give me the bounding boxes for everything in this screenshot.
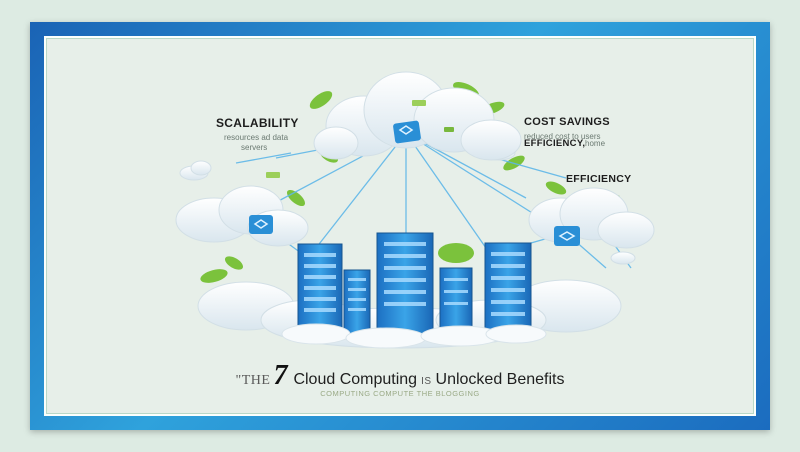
cost-savings-desc: reduced cost to users: [524, 132, 601, 141]
title-part-1: Cloud Computing: [293, 371, 418, 388]
router-icon-right: [554, 226, 580, 246]
cloud-top: [313, 71, 522, 161]
device-tag-icon: [266, 100, 454, 178]
title-part-2: Unlocked Benefits: [435, 371, 565, 388]
server-rack-icon: [297, 232, 532, 337]
title-prefix: "THE: [235, 373, 271, 388]
efficiency-inline-label: EFFICIENCY,: [524, 138, 586, 149]
illustration-panel: SCALABILITY resources ad data servers CO…: [44, 36, 756, 416]
efficiency-label: EFFICIENCY: [566, 173, 632, 185]
scalability-label: SCALABILITY: [216, 116, 299, 130]
subtitle: COMPUTING COMPUTE THE BLOGGING: [320, 389, 480, 398]
router-icon-top: [393, 120, 421, 144]
scalability-desc-line-2: servers: [241, 143, 268, 152]
title-number: 7: [273, 360, 288, 391]
cloud-front: [281, 323, 547, 349]
cost-savings-label: COST SAVINGS: [524, 116, 610, 128]
cloud-network-illustration: [175, 71, 655, 349]
scalability-desc-line-1: resources ad data: [224, 133, 289, 142]
blue-frame: SCALABILITY resources ad data servers CO…: [30, 22, 770, 430]
title-connector: IS: [421, 376, 432, 387]
router-icon-left: [249, 215, 273, 234]
efficiency-inline-suffix: home: [585, 139, 606, 148]
cloud-right: [528, 187, 655, 249]
